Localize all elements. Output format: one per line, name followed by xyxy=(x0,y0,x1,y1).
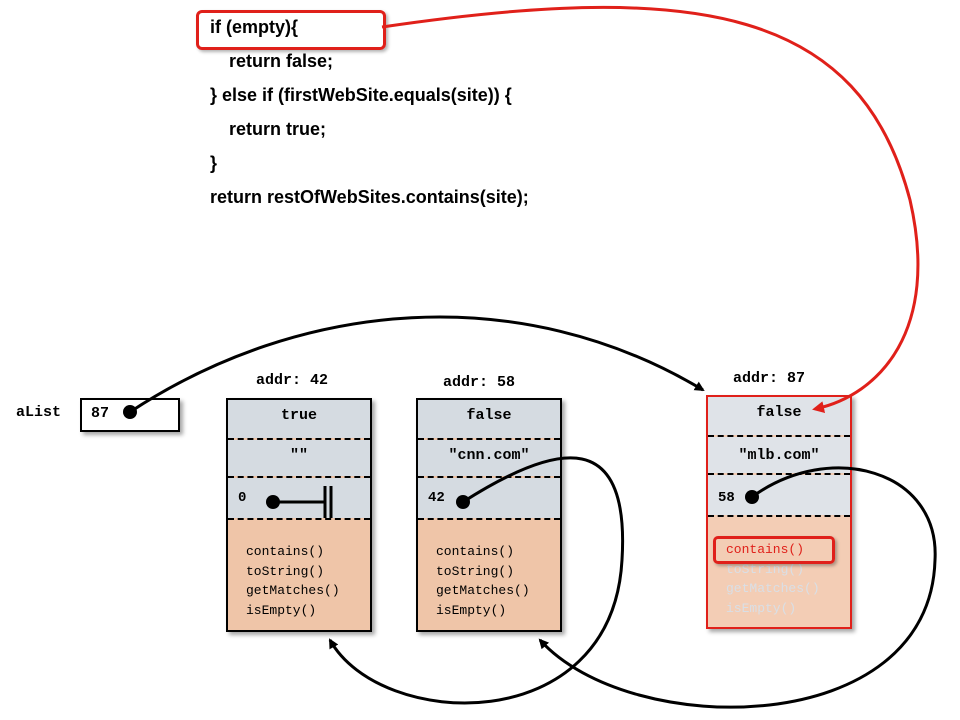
node-address: addr: 87 xyxy=(733,370,806,387)
rest-pointer-arrow xyxy=(328,456,625,705)
method-item: getMatches() xyxy=(436,583,530,598)
node-address: addr: 42 xyxy=(256,372,329,389)
pointer-dot xyxy=(745,490,759,504)
pointer-dot xyxy=(266,495,280,509)
variable-value: 87 xyxy=(91,405,110,422)
method-item: toString() xyxy=(726,561,805,577)
method-item: getMatches() xyxy=(726,581,820,596)
empty-field: false xyxy=(466,407,512,424)
list-node: true "" 0 contains() toString() getMatch… xyxy=(226,398,372,632)
rest-field: 42 xyxy=(428,490,445,506)
method-highlight-box xyxy=(713,536,835,564)
variable-label: aList xyxy=(16,404,62,421)
site-field: "mlb.com" xyxy=(738,447,820,464)
method-item: isEmpty() xyxy=(246,602,317,618)
method-list: contains() toString() getMatches() isEmp… xyxy=(246,542,340,620)
method-item: contains() xyxy=(436,544,515,559)
highlight-arrow xyxy=(381,5,920,413)
code-line: } xyxy=(210,153,218,173)
site-field: "" xyxy=(289,447,308,464)
pointer-dot xyxy=(456,495,470,509)
code-highlight-box xyxy=(196,10,386,50)
method-item: isEmpty() xyxy=(436,602,507,618)
method-item: toString() xyxy=(436,563,515,579)
method-item: contains() xyxy=(246,544,325,559)
code-line: return true; xyxy=(229,119,327,139)
method-item: getMatches() xyxy=(246,583,340,598)
empty-field: true xyxy=(280,407,317,424)
method-list: contains() toString() getMatches() isEmp… xyxy=(436,542,530,620)
method-item: toString() xyxy=(246,563,325,579)
code-line: } else if (firstWebSite.equals(site)) { xyxy=(210,85,512,105)
code-block: if (empty){ return false; } else if (fir… xyxy=(210,12,529,216)
pointer-dot xyxy=(123,405,137,419)
code-line: return restOfWebSites.contains(site); xyxy=(210,187,529,207)
code-line: return false; xyxy=(229,51,334,71)
node-address: addr: 58 xyxy=(443,374,516,391)
empty-field: false xyxy=(756,404,802,421)
rest-pointer-arrow xyxy=(538,466,937,709)
rest-field: 58 xyxy=(718,490,735,506)
method-item: isEmpty() xyxy=(726,600,797,616)
alist-pointer-arrow xyxy=(129,315,705,414)
list-node-active: false "mlb.com" 58 contains() toString()… xyxy=(706,395,852,629)
method-item-active: contains() xyxy=(726,542,805,557)
list-node: false "cnn.com" 42 contains() toString()… xyxy=(416,398,562,632)
site-field: "cnn.com" xyxy=(448,447,530,464)
rest-field: 0 xyxy=(238,490,247,506)
code-line: if (empty){ xyxy=(210,17,299,37)
method-list: contains() toString() getMatches() isEmp… xyxy=(726,540,820,618)
